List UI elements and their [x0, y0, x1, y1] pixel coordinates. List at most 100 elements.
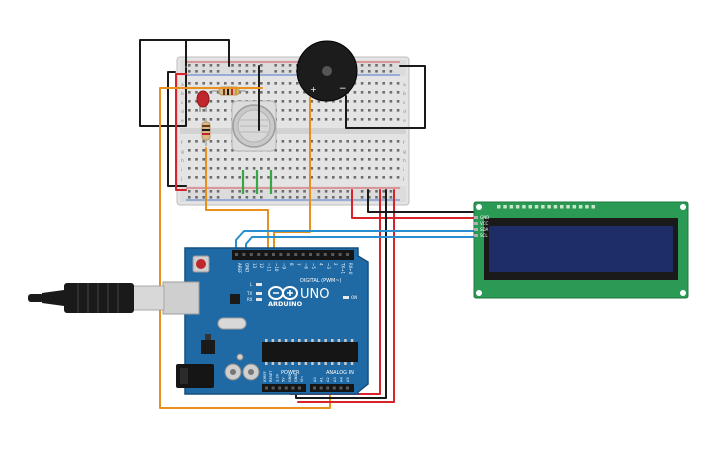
header-pin[interactable]	[338, 253, 342, 256]
power-pin[interactable]	[298, 386, 301, 390]
analog-pin[interactable]	[313, 386, 316, 390]
power-pin-label: 3.3V	[275, 373, 279, 382]
header-pin[interactable]	[279, 253, 283, 256]
terminal-hole	[252, 176, 256, 179]
header-pin[interactable]	[309, 253, 312, 256]
rail-hole	[382, 196, 385, 199]
power-pin[interactable]	[265, 386, 268, 390]
header-pin[interactable]	[264, 253, 268, 256]
terminal-hole	[332, 109, 335, 112]
header-pin[interactable]	[235, 253, 238, 256]
terminal-hole	[382, 109, 385, 112]
terminal-hole	[216, 158, 220, 161]
rail-hole	[375, 64, 378, 67]
terminal-hole	[324, 140, 328, 143]
header-pin[interactable]	[249, 253, 253, 256]
rail-hole	[238, 190, 241, 193]
usb-cable-end	[28, 294, 44, 302]
header-pin[interactable]	[346, 253, 349, 256]
header-pin[interactable]	[286, 253, 290, 256]
terminal-hole	[274, 91, 277, 94]
rail-hole	[260, 196, 263, 199]
power-pin[interactable]	[278, 386, 282, 390]
rail-hole	[209, 190, 213, 193]
lcd-pin[interactable]	[474, 216, 478, 219]
analog-pin[interactable]	[339, 386, 343, 390]
rail-hole	[368, 196, 371, 199]
rail-hole	[252, 190, 256, 193]
chip-pin	[324, 339, 327, 342]
power-pin[interactable]	[284, 386, 288, 390]
header-pin[interactable]	[242, 253, 246, 256]
reset-button[interactable]	[196, 259, 206, 269]
terminal-hole	[389, 91, 393, 94]
terminal-hole	[231, 149, 234, 152]
terminal-hole	[216, 118, 220, 121]
terminal-hole	[389, 140, 393, 143]
power-pin[interactable]	[271, 386, 275, 390]
usb-cable-metal-shell	[131, 285, 165, 311]
terminal-hole	[267, 167, 270, 170]
analog-pin[interactable]	[346, 386, 349, 390]
terminal-hole	[396, 140, 400, 143]
analog-pin[interactable]	[332, 386, 336, 390]
terminal-hole	[238, 82, 241, 85]
terminal-hole	[317, 149, 321, 152]
header-pin[interactable]	[272, 253, 275, 256]
terminal-hole	[360, 176, 364, 179]
terminal-hole	[317, 100, 321, 103]
terminal-hole	[260, 82, 263, 85]
header-pin[interactable]	[316, 253, 320, 256]
rx-led-label: RX	[247, 297, 253, 302]
header-pin[interactable]	[301, 253, 305, 256]
rail-hole	[281, 70, 285, 73]
terminal-hole	[368, 149, 371, 152]
tx-led-label: TX	[246, 291, 252, 296]
led-body	[196, 90, 210, 108]
lcd-mount-hole	[680, 290, 686, 296]
power-pin[interactable]	[291, 386, 295, 390]
voltage-regulator	[201, 340, 215, 354]
rail-hole	[245, 64, 249, 67]
header-pin[interactable]	[331, 253, 335, 256]
chip-pin	[350, 362, 354, 365]
terminal-hole	[288, 140, 292, 143]
rail-hole	[252, 70, 256, 73]
chip-pin	[331, 362, 334, 365]
header-pin[interactable]	[257, 253, 261, 256]
header-pin[interactable]	[294, 253, 298, 256]
chip-pin	[278, 339, 281, 342]
terminal-hole	[389, 167, 393, 170]
lcd-pin-label: GND	[480, 215, 489, 220]
analog-pin[interactable]	[319, 386, 323, 390]
lcd-pin[interactable]	[474, 222, 478, 225]
terminal-hole	[202, 118, 205, 121]
rail-hole	[188, 70, 191, 73]
arduino-brand: ARDUINO	[268, 300, 303, 308]
terminal-hole	[202, 82, 205, 85]
breadboard-center-channel	[180, 128, 406, 134]
on-led	[343, 296, 349, 299]
terminal-hole	[195, 149, 198, 152]
rail-hole	[382, 190, 385, 193]
terminal-hole	[353, 100, 357, 103]
usb-port[interactable]	[162, 281, 200, 315]
lcd-pin[interactable]	[474, 234, 478, 237]
lcd-mount-hole	[680, 204, 686, 210]
terminal-hole	[368, 167, 371, 170]
terminal-hole	[188, 109, 191, 112]
terminal-hole	[360, 82, 364, 85]
lcd-mount-hole	[476, 204, 482, 210]
terminal-hole	[216, 109, 220, 112]
rail-hole	[339, 190, 342, 193]
terminal-hole	[296, 100, 299, 103]
lcd-pad	[585, 205, 589, 209]
lcd-pin[interactable]	[474, 228, 478, 231]
analog-pin[interactable]	[326, 386, 330, 390]
header-pin[interactable]	[323, 253, 327, 256]
lcd-pin-label: VCC	[480, 221, 489, 226]
terminal-hole	[332, 100, 335, 103]
wire-black-buzzer-gnd	[345, 65, 426, 129]
